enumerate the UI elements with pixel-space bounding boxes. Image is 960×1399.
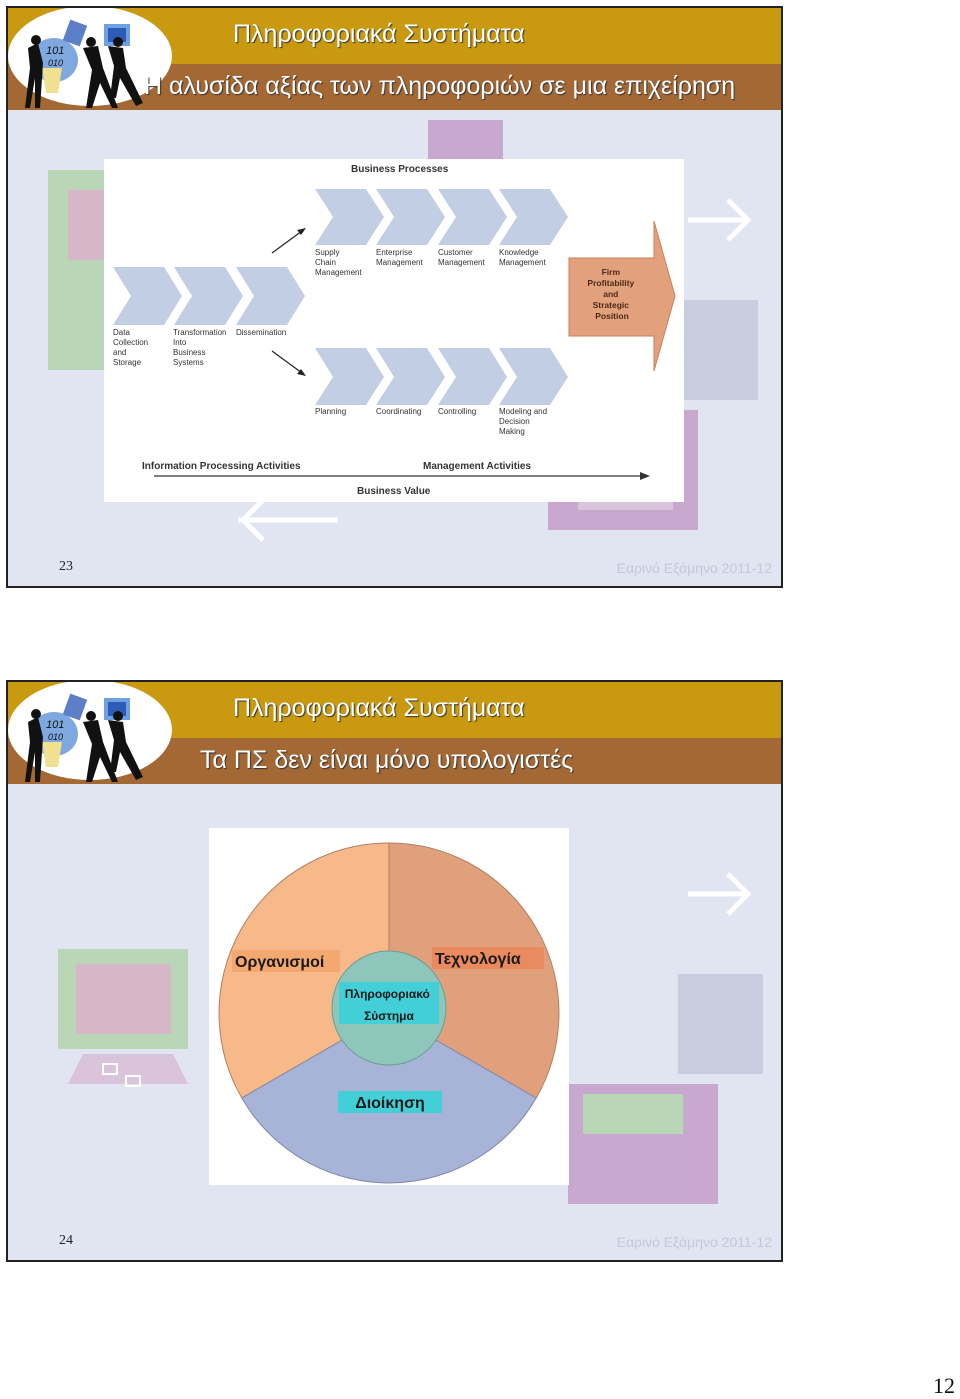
page-number: 24 [59,1233,73,1249]
chevron-transformation [174,267,243,325]
info-step-label: Data [113,328,130,337]
slide-title: Τα ΠΣ δεν είναι μόνο υπολογιστές [200,746,573,775]
svg-text:010: 010 [48,58,63,68]
management-activity-label: Controlling [438,407,476,416]
chevron-coordinating [376,348,445,405]
center-label-line1: Πληροφοριακό [345,987,430,1001]
slide-24: 101 010 Πληροφοριακά Συστήματα Τα ΠΣ δεν… [6,680,783,1262]
svg-text:Data Collection: Data Collection and Storage [113,328,150,367]
management-activity-label: Modeling and [499,407,547,416]
chevron-data-collection [113,267,182,325]
sheet-page-number: 12 [933,1373,955,1399]
slide-23: 101 010 Πληροφοριακά Συστήματα Η αλυσίδα… [6,6,783,588]
chevron-customer [438,189,507,245]
svg-text:Customer Management: Customer Management [438,248,485,267]
footer-term: Εαρινό Εξάμηνο 2011-12 [617,1234,772,1250]
center-label-line2: Σύστημα [364,1009,414,1023]
footer-term: Εαρινό Εξάμηνο 2011-12 [617,560,772,576]
process-label: Enterprise [376,248,413,257]
svg-text:Planning: Planning [315,407,346,416]
svg-text:010: 010 [48,732,63,742]
process-label: Customer [438,248,473,257]
management-activity-label: Planning [315,407,346,416]
chevron-dissemination [236,267,305,325]
svg-text:Controlling: Controlling [438,407,476,416]
information-processing-label: Information Processing Activities [142,461,301,472]
chevron-supply-chain [315,189,384,245]
slide-title: Η αλυσίδα αξίας των πληροφοριών σε μια ε… [144,72,735,101]
chevron-controlling [438,348,507,405]
result-box-text: Firm [602,267,621,277]
info-step-label: Transformation [173,328,227,337]
svg-text:Coordinating: Coordinating [376,407,421,416]
svg-text:Dissemination: Dissemination [236,328,286,337]
technology-label: Τεχνολογία [435,951,521,968]
value-chain-diagram: Business Processes Supply Chain Manageme… [104,159,684,502]
management-activity-label: Coordinating [376,407,421,416]
info-step-label: Dissemination [236,328,286,337]
svg-text:Enterprise Management: Enterprise Management [376,248,423,267]
process-label: Knowledge [499,248,539,257]
svg-text:101: 101 [46,719,64,731]
organizations-label: Οργανισμοί [235,954,324,971]
is-components-diagram: Οργανισμοί Τεχνολογία Πληροφοριακό Σύστη… [209,828,569,1185]
arrow-down-icon [272,351,302,373]
process-label: Supply [315,248,339,257]
management-label: Διοίκηση [355,1095,425,1112]
course-title: Πληροφοριακά Συστήματα [233,694,525,723]
chevron-enterprise [376,189,445,245]
chevron-knowledge [499,189,568,245]
business-processes-heading: Business Processes [351,164,449,175]
chevron-planning [315,348,384,405]
svg-text:101: 101 [46,45,64,57]
chevron-modeling [499,348,568,405]
svg-text:Knowledge Management: Knowledge Management [499,248,546,267]
arrow-up-icon [272,231,302,253]
management-activities-label: Management Activities [423,461,531,472]
svg-text:Modeling and Decision: Modeling and Decision Making [499,407,549,436]
svg-text:Transformation Into: Transformation Into Business Systems [173,328,229,367]
firm-profitability-arrow [569,221,675,371]
business-people-logo-icon: 101 010 [8,682,173,790]
page-number: 23 [59,559,73,575]
arrow-right-icon [640,472,650,480]
business-value-label: Business Value [357,486,431,497]
svg-text:Supply Chain M: Supply Chain Management [315,248,362,277]
course-title: Πληροφοριακά Συστήματα [233,20,525,49]
